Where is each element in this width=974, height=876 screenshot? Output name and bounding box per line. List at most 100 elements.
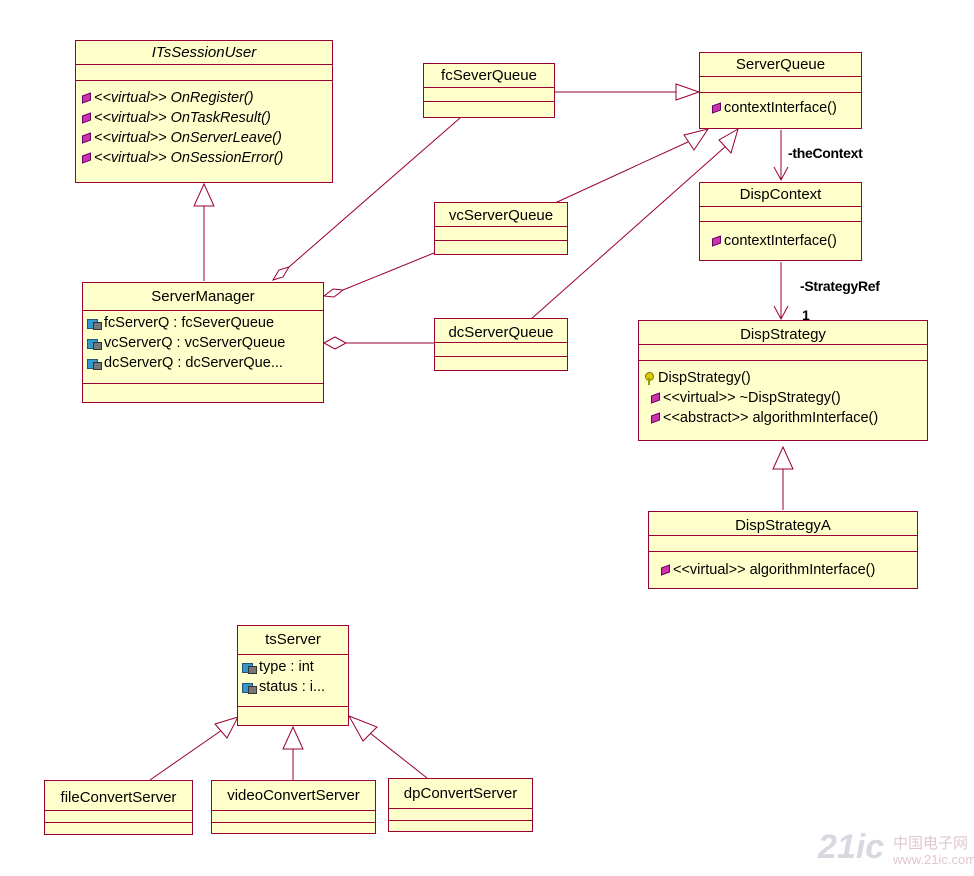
private-attribute-icon (87, 357, 102, 370)
class-dcserverqueue[interactable]: dcServerQueue (434, 318, 568, 371)
operation-row: <<abstract>> algorithmInterface() (639, 408, 927, 428)
generalization-dcserverqueue-serverqueue (529, 145, 727, 321)
generalization-vcserverqueue-serverqueue (554, 140, 691, 204)
class-fcseverqueue[interactable]: fcSeverQueue (423, 63, 555, 118)
operations-compartment: contextInterface() (700, 92, 861, 118)
operations-compartment (83, 383, 323, 384)
class-vcserverqueue[interactable]: vcServerQueue (434, 202, 568, 255)
class-name: ITsSessionUser (151, 44, 257, 61)
operations-compartment (45, 822, 192, 823)
class-videoconvertserver[interactable]: videoConvertServer (211, 780, 376, 834)
attribute-row: status : i... (238, 677, 348, 697)
class-tsserver[interactable]: tsServer type : int status : i... (237, 625, 349, 726)
attribute-row: vcServerQ : vcServerQueue (83, 333, 323, 353)
attributes-compartment (639, 344, 927, 360)
class-name: tsServer (265, 631, 321, 648)
operation-icon (82, 92, 91, 104)
operation-row: <<virtual>> ~DispStrategy() (639, 388, 927, 408)
operations-compartment (238, 706, 348, 707)
generalization-dpconvertserver-tsserver (369, 732, 428, 779)
operations-compartment (424, 101, 554, 102)
class-servermanager[interactable]: ServerManager fcServerQ : fcSeverQueue v… (82, 282, 324, 403)
class-serverqueue[interactable]: ServerQueue contextInterface() (699, 52, 862, 129)
generalization-arrowhead (683, 128, 710, 151)
class-name: fcSeverQueue (441, 67, 537, 84)
class-name: vcServerQueue (448, 207, 554, 224)
private-attribute-icon (87, 317, 102, 330)
operation-row: <<virtual>> algorithmInterface() (649, 560, 917, 580)
operation-icon (712, 102, 721, 114)
operation-row: <<virtual>> OnTaskResult() (76, 108, 332, 128)
class-dispcontext[interactable]: DispContext contextInterface() (699, 182, 862, 261)
class-dpconvertserver[interactable]: dpConvertServer (388, 778, 533, 832)
operation-row: contextInterface() (700, 231, 861, 251)
attributes-compartment (45, 810, 192, 822)
generalization-fileconvertserver-tsserver (149, 729, 223, 781)
operations-compartment: <<virtual>> algorithmInterface() (649, 551, 917, 580)
operation-row: DispStrategy() (639, 368, 927, 388)
class-name: dcServerQueue (448, 324, 554, 341)
class-fileconvertserver[interactable]: fileConvertServer (44, 780, 193, 835)
operation-row: contextInterface() (700, 98, 861, 118)
operations-compartment (435, 240, 567, 241)
constructor-key-icon (645, 371, 655, 385)
generalization-arrowhead (214, 716, 239, 739)
operations-compartment (435, 356, 567, 357)
class-name: dpConvertServer (403, 785, 518, 802)
private-attribute-icon (87, 337, 102, 350)
attributes-compartment (76, 64, 332, 80)
association-role-label: -StrategyRef (800, 278, 880, 294)
attributes-compartment (435, 226, 567, 240)
attribute-row: type : int (238, 657, 348, 677)
attributes-compartment (700, 76, 861, 92)
class-name: fileConvertServer (60, 789, 177, 806)
class-dispstrategy[interactable]: DispStrategy DispStrategy() <<virtual>> … (638, 320, 928, 441)
watermark-logo: 21ic (818, 828, 885, 866)
class-name: DispStrategy (740, 326, 826, 343)
operations-compartment: contextInterface() (700, 221, 861, 251)
attributes-compartment: type : int status : i... (238, 654, 348, 706)
class-dispstrategya[interactable]: DispStrategyA <<virtual>> algorithmInter… (648, 511, 918, 589)
attributes-compartment (389, 808, 532, 820)
attributes-compartment (700, 206, 861, 221)
aggregation-diamond (322, 288, 345, 298)
operation-icon (82, 112, 91, 124)
watermark-cn-text: 中国电子网 (893, 835, 969, 852)
operations-compartment (389, 820, 532, 821)
generalization-arrowhead (772, 445, 794, 470)
association-role-label: -theContext (788, 145, 863, 161)
class-itssessionuser[interactable]: ITsSessionUser <<virtual>> OnRegister() … (75, 40, 333, 183)
operation-icon (82, 152, 91, 164)
operations-compartment: DispStrategy() <<virtual>> ~DispStrategy… (639, 360, 927, 428)
operations-compartment (212, 822, 375, 823)
generalization-arrowhead (282, 725, 304, 750)
class-name: ServerManager (151, 288, 255, 305)
class-name: DispContext (739, 186, 822, 203)
operation-row: <<virtual>> OnSessionError() (76, 148, 332, 168)
generalization-arrowhead (193, 182, 215, 207)
operation-icon (661, 564, 670, 576)
operation-row: <<virtual>> OnRegister() (76, 88, 332, 108)
multiplicity-label: 1 (802, 307, 810, 323)
operation-icon (82, 132, 91, 144)
private-attribute-icon (242, 661, 257, 674)
operation-row: <<virtual>> OnServerLeave() (76, 128, 332, 148)
aggregation-servermanager-vcserverqueue (342, 252, 435, 291)
operations-compartment: <<virtual>> OnRegister() <<virtual>> OnT… (76, 80, 332, 168)
class-name: DispStrategyA (735, 517, 831, 534)
class-name: videoConvertServer (227, 787, 360, 804)
watermark-url: www.21ic.com (893, 852, 974, 867)
attributes-compartment (212, 810, 375, 822)
class-name: ServerQueue (735, 56, 826, 73)
attribute-row: dcServerQ : dcServerQue... (83, 353, 323, 373)
attributes-compartment (649, 535, 917, 551)
aggregation-servermanager-fcseverqueue (288, 117, 461, 268)
operation-icon (712, 235, 721, 247)
association-arrowhead (773, 305, 789, 321)
generalization-arrowhead (675, 83, 701, 101)
aggregation-diamond (271, 266, 291, 281)
association-arrowhead (773, 166, 789, 182)
generalization-arrowhead (718, 127, 739, 154)
attributes-compartment (435, 342, 567, 356)
